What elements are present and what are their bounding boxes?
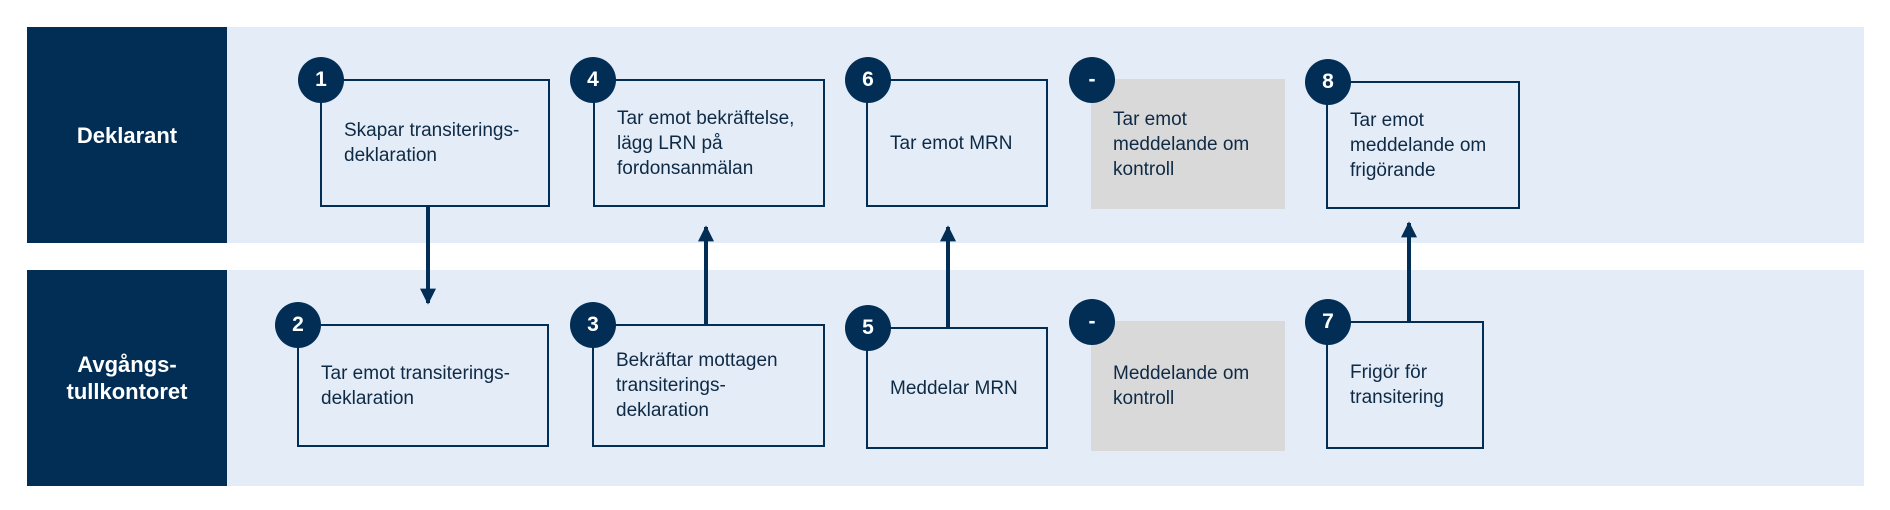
step-number-badge-6: 6 xyxy=(845,57,891,103)
step-number-badge-control: - xyxy=(1069,299,1115,345)
step-box-7: Frigör för transitering xyxy=(1326,321,1484,449)
step-box-6: Tar emot MRN xyxy=(866,79,1048,207)
lane-label-deklarant: Deklarant xyxy=(27,27,227,243)
step-number-badge-4: 4 xyxy=(570,57,616,103)
step-box-control-notice-received: Tar emot meddelande om kontroll xyxy=(1091,79,1285,209)
step-box-1: Skapar transiterings- deklaration xyxy=(320,79,550,207)
step-box-4: Tar emot bekräftelse, lägg LRN på fordon… xyxy=(593,79,825,207)
lane-label-avgangstullkontoret: Avgångs- tullkontoret xyxy=(27,270,227,486)
step-number-badge-5: 5 xyxy=(845,305,891,351)
step-box-5: Meddelar MRN xyxy=(866,327,1048,449)
step-box-8: Tar emot meddelande om frigörande xyxy=(1326,81,1520,209)
step-number-badge-8: 8 xyxy=(1305,59,1351,105)
step-box-control-notice: Meddelande om kontroll xyxy=(1091,321,1285,451)
step-box-3: Bekräftar mottagen transiterings- deklar… xyxy=(592,324,825,447)
step-number-badge-1: 1 xyxy=(298,57,344,103)
step-box-2: Tar emot transiterings- deklaration xyxy=(297,324,549,447)
step-number-badge-2: 2 xyxy=(275,302,321,348)
step-number-badge-7: 7 xyxy=(1305,299,1351,345)
step-number-badge-control-received: - xyxy=(1069,57,1115,103)
step-number-badge-3: 3 xyxy=(570,302,616,348)
